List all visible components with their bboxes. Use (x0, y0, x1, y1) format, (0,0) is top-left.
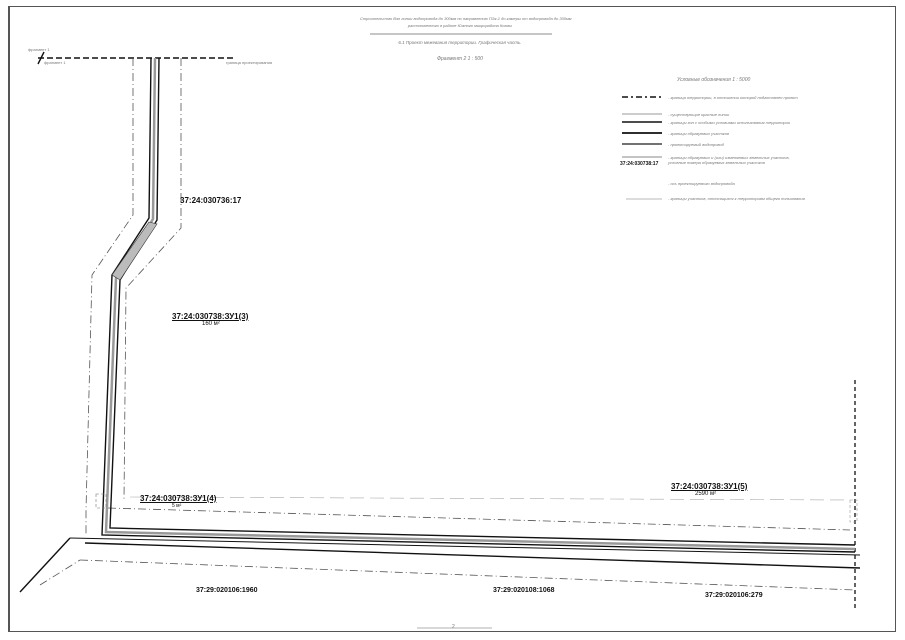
pipe-corridor-inner (109, 57, 856, 546)
parcel-label: 37:29:020108:1068 (493, 587, 555, 594)
boundary-note: граница проектирования (226, 60, 273, 65)
parcel-area: 160 м² (202, 321, 220, 327)
sheet-number: 2 (452, 624, 455, 630)
legend-item: - проектируемый водопровод (668, 142, 724, 147)
road-line (69, 537, 861, 556)
pipe-axis (104, 57, 856, 551)
title-line-2: расположенного в районе Южного микрорайо… (407, 23, 513, 28)
parcel-zu1-4-box (95, 493, 107, 509)
road-line (19, 537, 71, 593)
legend-item: - границы участков, относящихся к террит… (668, 196, 805, 201)
parcel-boundary-sw (39, 559, 81, 586)
parcel-boundary-south (79, 559, 856, 591)
legend-item: - границы зон с особыми условиями исполь… (668, 120, 791, 125)
drawing-frame (8, 6, 896, 632)
parcel-label: 37:24:030738:ЗУ1(3) (172, 312, 249, 321)
parcel-label: 37:29:020106:279 (705, 592, 763, 599)
fragment-mark (37, 51, 45, 65)
fragment-label: Фрагмент 2 1 : 500 (437, 56, 483, 62)
legend-item: - границы образуемых и (или) изменяемых … (668, 155, 790, 165)
parcel-label: 37:29:020106:1960 (196, 587, 258, 594)
parcel-label: 37:24:030738:ЗУ1(4) (140, 494, 217, 503)
parcel-boundary-strip-top (129, 496, 851, 501)
legend-item: - границы образуемых участков (668, 131, 729, 136)
legend-item: - существующие красные линии (668, 112, 730, 117)
legend-item: - ось проектируемого водопровода (668, 181, 735, 186)
pipe-hatch (111, 221, 158, 281)
right-marker-box (849, 499, 858, 523)
parcel-area: 5 м² (172, 503, 182, 509)
parcel-label: 37:24:030738:ЗУ1(5) (671, 482, 748, 491)
parcel-boundary-right (123, 58, 182, 501)
legend-title: Условные обозначения 1 : 5000 (677, 77, 751, 83)
parcel-area: 2590 м² (695, 491, 717, 497)
pipe-corridor-outer (101, 57, 856, 553)
legend-item: - граница территории, в отношении которо… (668, 95, 798, 100)
parcel-label: 37:24:030736:17 (180, 196, 242, 205)
fragment-marker-bottom: фрагмент 1 (44, 60, 66, 65)
parcel-boundary-left (85, 58, 134, 535)
parcel-boundary-strip (107, 507, 851, 531)
title-line-1: Строительство Вэл линии водопровода до 3… (360, 16, 572, 21)
road-line (84, 542, 861, 569)
legend-sample-parcel: 37:24:030738:17 (620, 161, 659, 167)
subtitle: 6.1 Проект межевания территории. Графиче… (398, 40, 522, 45)
fragment-marker-top: фрагмент 1 (28, 47, 50, 52)
